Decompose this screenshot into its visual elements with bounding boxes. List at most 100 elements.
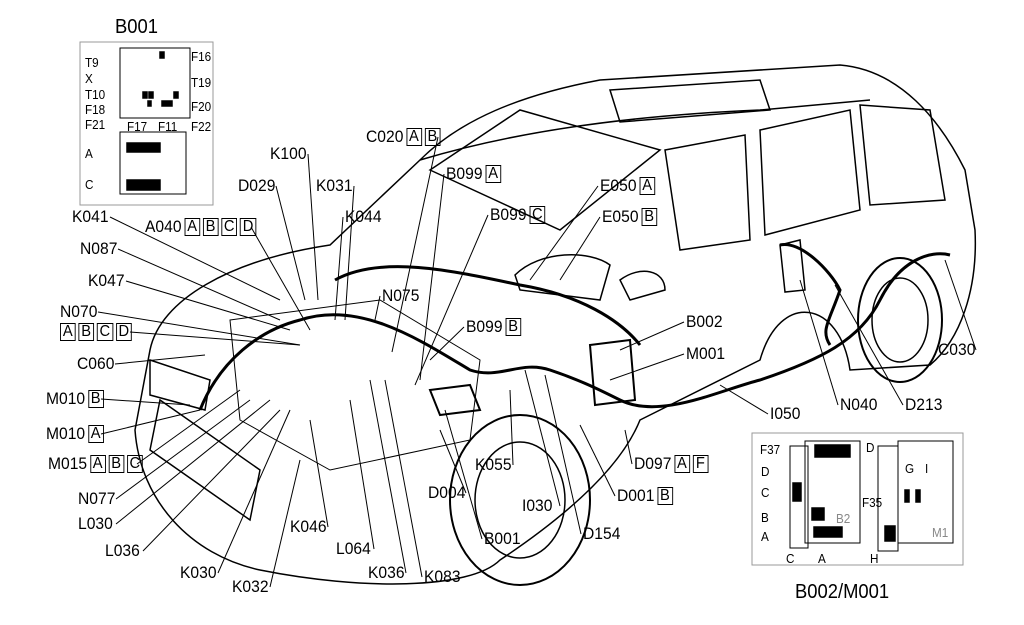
connector-letter-box: B: [424, 128, 441, 146]
inset-label: T9: [85, 55, 99, 70]
inset-label: F22: [191, 119, 212, 134]
callout-d029: D029: [238, 177, 275, 195]
inset-label: X: [85, 71, 93, 86]
callout-code: C020: [366, 127, 404, 146]
callout-code: E050: [600, 176, 637, 195]
leader-line: [579, 424, 616, 497]
inset-label: F20: [191, 99, 212, 114]
connector-letter-box: A: [485, 165, 501, 183]
callout-code: D097: [634, 454, 672, 473]
leader-line: [344, 185, 355, 321]
callout-code: L036: [105, 541, 140, 560]
inset-label: B: [761, 510, 769, 525]
inset-label: C: [85, 177, 94, 192]
inset-label: F37: [760, 442, 781, 457]
callout-d004: D004: [428, 484, 465, 502]
connector-letter-box: A: [184, 218, 200, 236]
callout-c030: C030: [938, 341, 975, 359]
callout-l030: L030: [78, 515, 113, 533]
leader-line: [100, 398, 191, 406]
inset-label: F35: [862, 495, 883, 510]
callout-code: K030: [180, 563, 217, 582]
leader-line: [509, 389, 514, 466]
connector-letter-box: C: [96, 323, 113, 341]
dash-display: [514, 254, 611, 301]
callout-code: N040: [840, 395, 878, 414]
leader-line: [799, 279, 839, 406]
windshield: [428, 109, 662, 231]
callout-code: K032: [232, 577, 269, 596]
inset-label: F18: [85, 102, 106, 117]
callout-code: M015: [48, 454, 88, 473]
callout-code: K046: [290, 517, 327, 536]
callout-code: M010: [46, 424, 86, 443]
leader-line: [275, 185, 306, 301]
inset-label: C: [761, 485, 770, 500]
callout-k046: K046: [290, 518, 327, 536]
inset-label: D: [866, 440, 875, 455]
callout-code: B099: [446, 164, 483, 183]
battery: [428, 383, 482, 417]
leader-line: [374, 295, 381, 321]
inset-label: T19: [191, 75, 212, 90]
callout-code: L064: [336, 539, 371, 558]
mirror: [619, 270, 666, 301]
leader-line: [142, 409, 281, 552]
wiring-harness-roof: [334, 265, 642, 346]
inset-label: M1: [932, 525, 949, 540]
callout-k100: K100: [270, 145, 307, 163]
connector-letter-box: B: [78, 323, 95, 341]
callout-code: B099: [490, 205, 527, 224]
leader-line: [384, 379, 423, 578]
leader-line: [115, 399, 271, 525]
callout-k030: K030: [180, 564, 217, 582]
inset-label: C: [786, 551, 795, 566]
callout-b002: B002: [686, 313, 723, 331]
inset-label: I: [925, 461, 929, 476]
callout-code: B001: [484, 529, 521, 548]
leader-line: [944, 259, 977, 351]
leader-line: [529, 185, 599, 281]
callout-code: N075: [382, 286, 420, 305]
leader-line: [115, 399, 251, 500]
leader-line: [624, 429, 633, 465]
inset-b002-title: B002/M001: [795, 581, 890, 603]
callout-code: D029: [238, 176, 276, 195]
leader-line: [97, 311, 301, 346]
inset-label: A: [818, 551, 826, 566]
inset-label: B2: [836, 511, 851, 526]
inset-b001-frame: [79, 41, 214, 206]
connector-letter-box: D: [115, 323, 132, 341]
ecu-b002: [588, 338, 637, 407]
rear-wheel: [857, 257, 943, 383]
callout-code: K083: [424, 567, 461, 586]
leader-line: [309, 419, 329, 528]
car-body-outline: [134, 64, 977, 585]
callout-n070: N070: [60, 303, 97, 321]
leader-line: [414, 214, 489, 386]
leader-line: [444, 409, 483, 540]
connector-letter-box: A: [89, 455, 106, 473]
side-window-1: [664, 134, 751, 251]
connector-letter-box: C: [221, 218, 238, 236]
connector-letter-box: A: [60, 323, 76, 341]
callout-k032: K032: [232, 578, 269, 596]
callout-code: N087: [80, 239, 118, 258]
callout-k036: K036: [368, 564, 405, 582]
leader-line: [307, 153, 319, 301]
leader-line: [114, 354, 206, 365]
callout-code: E050: [602, 207, 639, 226]
callout-i050: I050: [770, 405, 800, 423]
inset-label: D: [761, 464, 770, 479]
callout-k055: K055: [475, 456, 512, 474]
callout-code: K047: [88, 271, 125, 290]
callout-code: M001: [686, 344, 726, 363]
